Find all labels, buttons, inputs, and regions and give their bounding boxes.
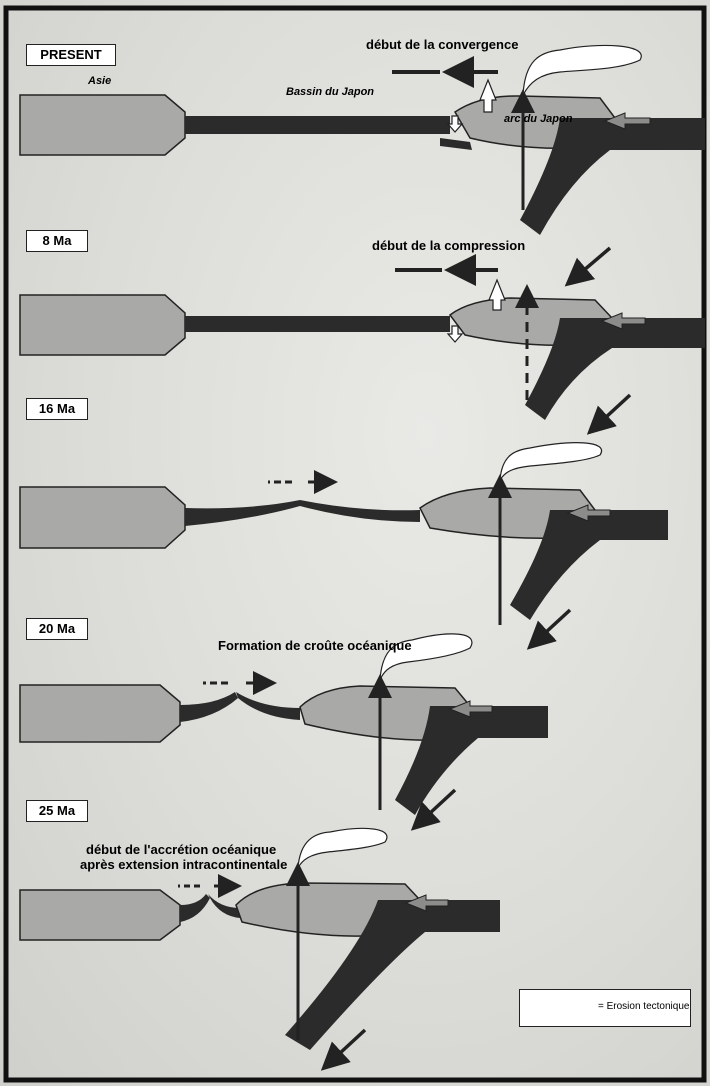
subducting-plate bbox=[525, 318, 705, 420]
rift-crust-left bbox=[180, 894, 210, 922]
subducting-plate bbox=[285, 900, 500, 1050]
legend-text: = Erosion tectonique bbox=[598, 1001, 690, 1012]
stage-title: Formation de croûte océanique bbox=[218, 638, 412, 653]
rift-crust-left bbox=[180, 692, 238, 722]
plate-motion-arrow bbox=[320, 1028, 367, 1071]
stage-25ma bbox=[19, 827, 500, 1071]
stage-title-line2: après extension intracontinentale bbox=[80, 857, 288, 872]
age-label: 8 Ma bbox=[42, 233, 72, 248]
plate-motion-arrow bbox=[586, 393, 632, 435]
magma-plume bbox=[379, 633, 473, 681]
magma-plume bbox=[297, 827, 388, 869]
age-label: 20 Ma bbox=[38, 621, 76, 636]
plate-motion-arrow bbox=[526, 608, 572, 650]
uplift-arrow bbox=[488, 278, 506, 311]
arc-label: arc du Japon bbox=[504, 113, 573, 125]
asia-block bbox=[19, 684, 181, 743]
tectonic-erosion-arrow bbox=[603, 112, 651, 130]
rift-crust-right bbox=[236, 692, 300, 720]
asia-block bbox=[19, 294, 186, 356]
stage-title: début de la convergence bbox=[366, 37, 519, 52]
stage-20ma bbox=[19, 633, 548, 831]
tectonic-erosion-arrow bbox=[404, 894, 449, 912]
stage-8ma bbox=[19, 270, 705, 435]
plate-motion-arrow bbox=[410, 788, 457, 831]
age-box-present: PRESENT bbox=[26, 44, 116, 66]
japan-basin-crust bbox=[185, 116, 450, 134]
subducting-plate bbox=[395, 706, 548, 815]
subsidence-arrow bbox=[446, 325, 464, 343]
rift-crust-left bbox=[185, 500, 300, 526]
stage-16ma bbox=[19, 442, 668, 650]
age-box-25ma: 25 Ma bbox=[26, 800, 88, 822]
subsidence-arrow bbox=[446, 115, 464, 133]
tectonic-erosion-arrow bbox=[600, 312, 646, 330]
asia-block bbox=[19, 94, 186, 156]
uplift-arrow bbox=[479, 78, 497, 113]
age-box-20ma: 20 Ma bbox=[26, 618, 88, 640]
age-box-8ma: 8 Ma bbox=[26, 230, 88, 252]
tectonic-erosion-arrow bbox=[448, 700, 493, 718]
legend: = Erosion tectonique bbox=[519, 989, 691, 1027]
asia-block bbox=[19, 486, 186, 549]
plate-motion-arrow bbox=[564, 246, 612, 287]
asie-label: Asie bbox=[88, 75, 112, 87]
stage-present bbox=[19, 44, 705, 287]
magma-plume bbox=[522, 44, 642, 96]
subducting-plate bbox=[510, 510, 668, 620]
tectonic-erosion-arrow bbox=[566, 504, 611, 522]
stage-title: début de l'accrétion océanique bbox=[86, 842, 277, 857]
subducting-plate bbox=[520, 118, 705, 235]
stage-title: début de la compression bbox=[372, 238, 526, 253]
japan-basin-crust bbox=[185, 316, 450, 332]
age-label: 16 Ma bbox=[38, 401, 76, 416]
rift-crust-right bbox=[300, 500, 420, 522]
thrust-wedge bbox=[440, 138, 472, 150]
age-box-16ma: 16 Ma bbox=[26, 398, 88, 420]
rift-crust-right bbox=[208, 894, 240, 918]
asia-block bbox=[19, 889, 181, 941]
magma-plume bbox=[499, 442, 603, 481]
bassin-label: Bassin du Japon bbox=[286, 86, 375, 98]
age-label: PRESENT bbox=[40, 47, 102, 62]
age-label: 25 Ma bbox=[38, 803, 76, 818]
